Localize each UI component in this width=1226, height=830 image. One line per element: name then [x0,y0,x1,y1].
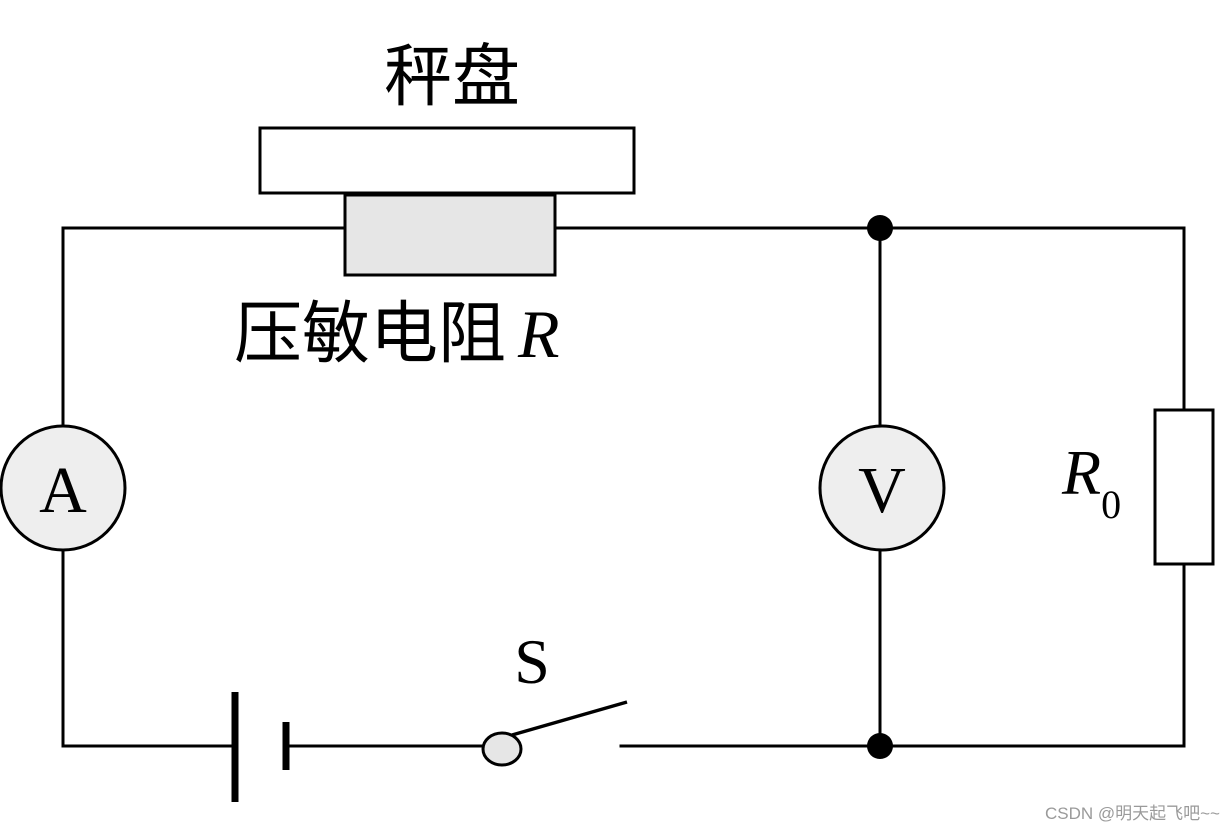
fixed-resistor-label: R0 [1061,437,1121,527]
voltmeter [818,424,946,552]
battery [231,692,290,802]
ammeter [0,424,127,552]
scale-pan [258,126,636,195]
pressure-sensitive-resistor [343,193,557,277]
ammeter-label: A [39,454,87,527]
scale-pan-label: 秤盘 [384,38,520,117]
voltmeter-label: V [858,454,906,527]
junction-node-bottom [867,733,893,759]
switch-blade [511,700,628,737]
pressure-resistor-symbol: R [517,296,560,372]
wires [61,226,1186,748]
junction-node-top [867,215,893,241]
pressure-resistor-name: 压敏电阻 [234,295,506,374]
switch-pivot [481,731,523,767]
fixed-resistor-r0 [1153,408,1215,566]
watermark: CSDN @明天起飞吧~~ [1044,804,1220,823]
switch-label: S [514,626,550,697]
fixed-resistor-subscript: 0 [1101,482,1121,527]
switch [481,700,628,767]
fixed-resistor-symbol: R [1061,437,1101,508]
